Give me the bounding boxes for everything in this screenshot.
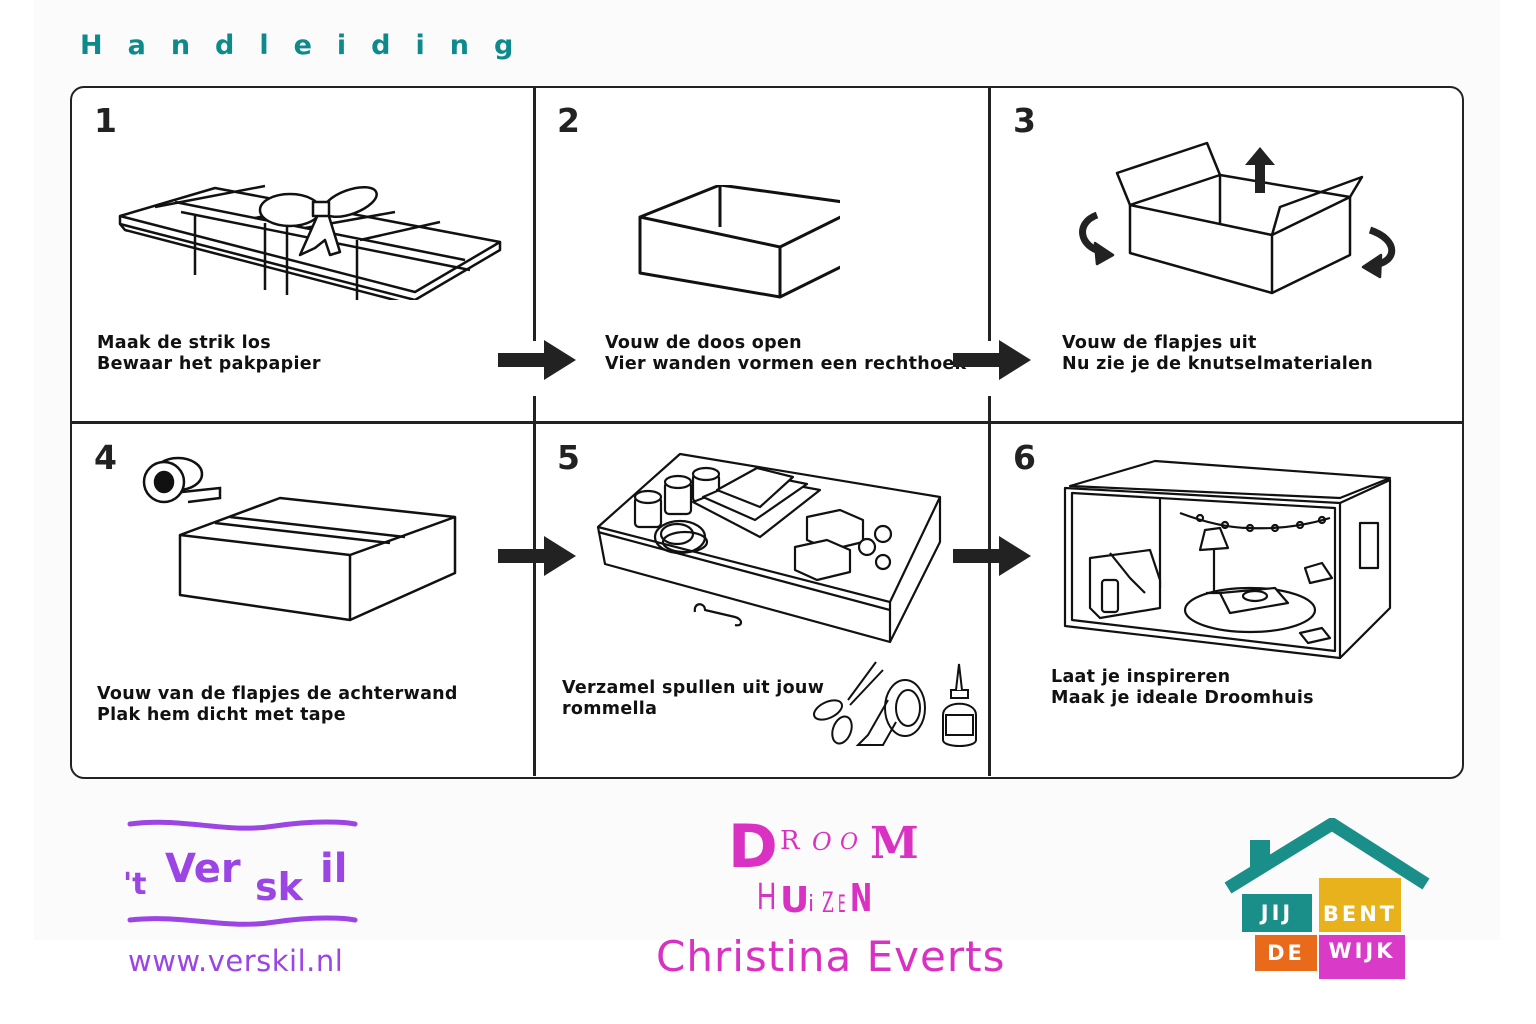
- step-4-number: 4: [94, 438, 117, 477]
- craft-drawer-icon: [596, 452, 942, 644]
- arrow-right-icon: [498, 340, 576, 380]
- verskil-logo: 't Ver sk il: [123, 819, 358, 927]
- step-2-number: 2: [557, 101, 580, 140]
- step-4-caption: Vouw van de flapjes de achterwand Plak h…: [97, 684, 458, 726]
- step-1-number: 1: [94, 101, 117, 140]
- divider: [533, 396, 536, 776]
- caption-line: Vouw van de flapjes de achterwand: [97, 684, 458, 704]
- droom-letter: O: [812, 828, 832, 856]
- caption-line: rommella: [562, 699, 658, 719]
- arrow-right-icon: [953, 536, 1031, 576]
- caption-line: Plak hem dicht met tape: [97, 705, 346, 725]
- divider: [72, 421, 1462, 424]
- divider: [988, 88, 991, 341]
- dollhouse-room-icon: [1063, 459, 1392, 660]
- droom-letter: O: [840, 830, 859, 855]
- caption-line: Vouw de doos open: [605, 333, 802, 353]
- divider: [988, 396, 991, 776]
- huizen-letter: H: [757, 876, 777, 918]
- page-title: Handleiding: [80, 30, 539, 61]
- huizen-letter: N: [850, 876, 873, 920]
- arrow-right-icon: [953, 340, 1031, 380]
- author-name: Christina Everts: [656, 932, 1006, 981]
- divider: [533, 88, 536, 341]
- verskil-sk: sk: [255, 865, 304, 909]
- step-2-caption: Vouw de doos open Vier wanden vormen een…: [605, 333, 967, 375]
- caption-line: Maak je ideale Droomhuis: [1051, 688, 1314, 708]
- verskil-il: il: [320, 846, 347, 892]
- caption-line: Bewaar het pakpapier: [97, 354, 321, 374]
- open-box-icon: [638, 185, 840, 299]
- tile-wijk: WIJK: [1319, 935, 1405, 979]
- arrow-right-icon: [498, 536, 576, 576]
- verskil-url-link[interactable]: www.verskil.nl: [128, 944, 344, 978]
- droom-letter: M: [870, 818, 919, 869]
- caption-line: Nu zie je de knutselmaterialen: [1062, 354, 1374, 374]
- caption-line: Laat je inspireren: [1051, 667, 1231, 687]
- step-3-number: 3: [1013, 101, 1036, 140]
- tile-de: DE: [1255, 935, 1317, 971]
- box-flaps-icon: [1079, 141, 1396, 295]
- jij-bent-de-wijk-logo: JIJ BENT DE WIJK: [1222, 818, 1432, 983]
- tile-jij: JIJ: [1242, 894, 1312, 932]
- huizen-letter: i: [808, 892, 815, 917]
- huizen-letter: U: [780, 880, 810, 921]
- step-6-number: 6: [1013, 438, 1036, 477]
- droom-letter: R: [780, 826, 800, 856]
- verskil-t: 't: [123, 867, 147, 902]
- taped-box-icon: [178, 496, 457, 622]
- step-1-caption: Maak de strik los Bewaar het pakpapier: [97, 333, 321, 375]
- huizen-letter: E: [838, 890, 846, 918]
- tape-roll-icon: [142, 456, 222, 504]
- scissors-tape-glue-icon: [812, 661, 977, 747]
- huizen-letter: Z: [822, 886, 834, 919]
- gift-package-icon: [118, 184, 502, 300]
- verskil-ver: Ver: [165, 846, 241, 892]
- caption-line: Vouw de flapjes uit: [1062, 333, 1257, 353]
- step-5-number: 5: [557, 438, 580, 477]
- caption-line: Verzamel spullen uit jouw: [562, 678, 825, 698]
- droomhuizen-logo: D R O O M H U i Z E N: [640, 810, 1020, 990]
- step-6-caption: Laat je inspireren Maak je ideale Droomh…: [1051, 667, 1314, 709]
- caption-line: Vier wanden vormen een rechthoek: [605, 354, 967, 374]
- tile-bent: BENT: [1319, 878, 1401, 932]
- caption-line: Maak de strik los: [97, 333, 271, 353]
- step-3-caption: Vouw de flapjes uit Nu zie je de knutsel…: [1062, 333, 1373, 375]
- step-5-caption: Verzamel spullen uit jouw rommella: [562, 678, 824, 720]
- house-roof-icon: [1224, 818, 1430, 894]
- droom-letter: D: [728, 812, 778, 882]
